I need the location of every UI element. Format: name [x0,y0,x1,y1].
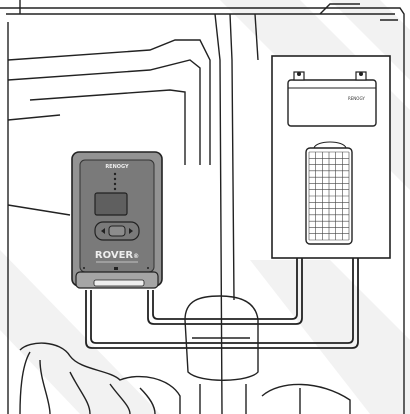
status-led [114,178,116,180]
solar-panel [306,142,352,244]
status-led [114,173,116,175]
battery: RENOGY [288,72,376,126]
button-center [109,226,125,236]
status-led [114,188,116,190]
charge-controller: RENOGY ROVER® [72,152,162,288]
status-led [114,183,116,185]
battery-brand-label: RENOGY [348,96,365,101]
controller-model-label: ROVER® [95,250,139,261]
lcd-display [95,193,127,215]
controller-brand-label: RENOGY [105,164,129,170]
